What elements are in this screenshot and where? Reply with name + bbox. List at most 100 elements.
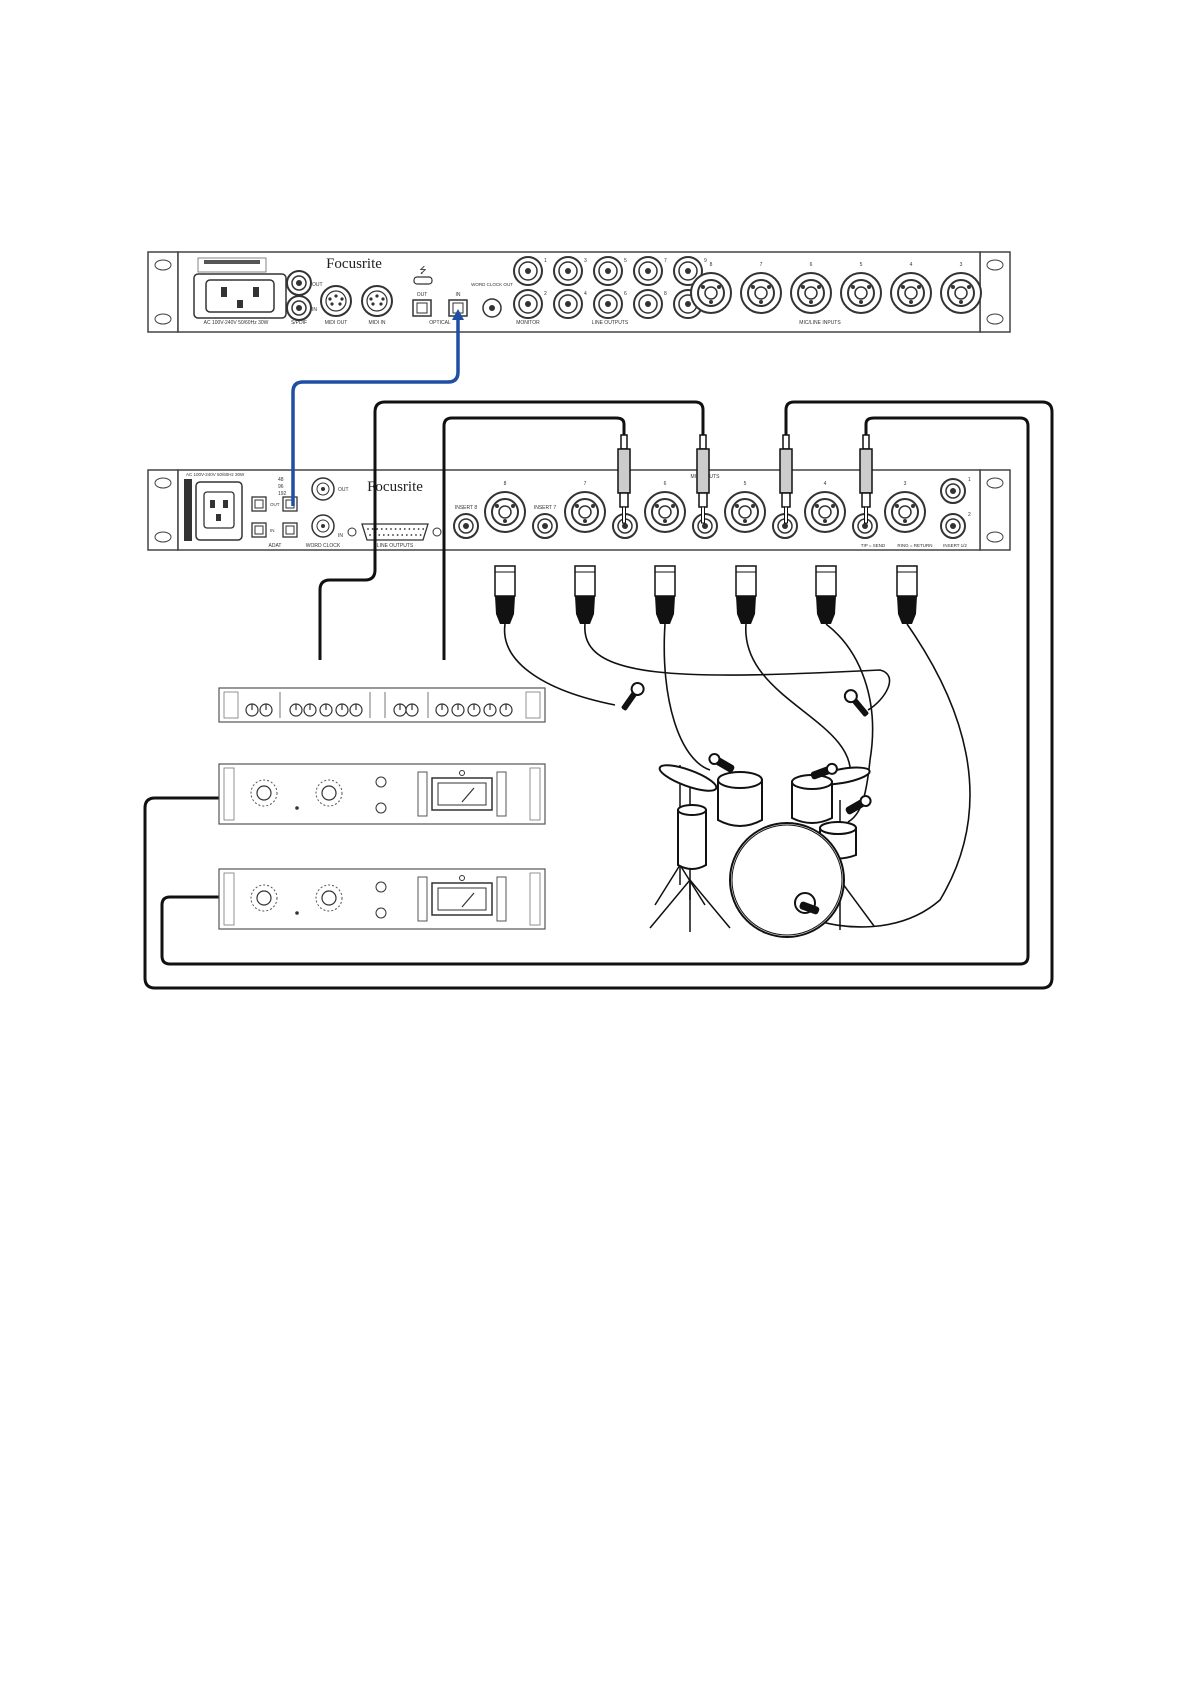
word-clock-label-2: WORD CLOCK (306, 543, 341, 549)
input-number: 4 (910, 262, 913, 268)
preamp-unit-1 (218, 763, 546, 825)
top-interface-rear-panel: AC 100V-240V 50/60Hz 30W OUT IN S/PDIF F… (147, 251, 1011, 333)
svg-text:192: 192 (278, 491, 287, 497)
input-number: 8 (710, 262, 713, 268)
input-number: 5 (860, 262, 863, 268)
line-output-number: 6 (624, 291, 627, 297)
spdif-in-port (286, 295, 312, 321)
spdif-out-port (286, 270, 312, 296)
insert-1-number: 1 (968, 477, 971, 483)
insert-8-jack (453, 513, 479, 539)
midi-in-port (361, 285, 393, 317)
line-output-jack-9: 9 (673, 256, 707, 286)
insert-cables (143, 400, 1054, 990)
insert-12-label: INSERT 1/2 (943, 543, 967, 548)
line-output-jack-8: 8 (633, 289, 667, 319)
compressor-knob (483, 703, 497, 717)
insert-8-label: INSERT 8 (455, 505, 478, 511)
compressor-knob (335, 703, 349, 717)
adat-in-port-1 (251, 522, 267, 538)
compressor-knob (349, 703, 363, 717)
insert-7-label: INSERT 7 (534, 505, 557, 511)
microphone-1 (621, 681, 645, 711)
line-output-jack-5: 5 (593, 256, 627, 286)
line-output-jack-3: 3 (553, 256, 587, 286)
compressor-knob (405, 703, 419, 717)
preamp-mic-input-7: 7 (564, 481, 606, 533)
preamp-brand-logo: Focusrite (367, 479, 423, 495)
adat-label: ADAT (269, 543, 282, 549)
optical-cable-arrow (452, 309, 464, 320)
word-clock-in-bnc (311, 514, 335, 538)
line-output-number: 1 (544, 258, 547, 264)
top-mic-input-5: 5 (840, 262, 882, 314)
compressor-knob (289, 703, 303, 717)
line-outputs-label: LINE OUTPUTS (592, 320, 629, 326)
preamp-mic-input-3: 3 (884, 481, 926, 533)
word-clock-out-label-2: OUT (338, 487, 349, 493)
top-brand-logo: Focusrite (326, 256, 382, 272)
input-number: 5 (744, 481, 747, 487)
line-output-jack-6: 6 (593, 289, 627, 319)
input-number: 8 (504, 481, 507, 487)
preamp-mic-input-8: 8 (484, 481, 526, 533)
adat-out-label: OUT (270, 502, 280, 507)
power-inlet (193, 257, 287, 319)
preamp-mic-input-4: 4 (804, 481, 846, 533)
preamp-power-inlet (195, 481, 243, 541)
input-number: 6 (664, 481, 667, 487)
svg-text:48: 48 (278, 477, 284, 483)
preamp-mic-input-6: 6 (644, 481, 686, 533)
monitor-label: MONITOR (516, 320, 540, 326)
preamp-rear-panel: AC 100V-240V 50/60Hz 30W 48 96 192 OUT I… (147, 469, 1011, 551)
top-mic-input-8: 8 (690, 262, 732, 314)
xlr-plug-4 (735, 565, 757, 625)
insert-2-number: 2 (968, 512, 971, 518)
line-outputs-db25-label: LINE OUTPUTS (377, 543, 414, 549)
top-mic-input-7: 7 (740, 262, 782, 314)
svg-text:96: 96 (278, 484, 284, 490)
microphone-2 (843, 689, 869, 717)
xlr-plug-6 (896, 565, 918, 625)
top-mic-input-3: 3 (940, 262, 982, 314)
adat-in-label: IN (270, 528, 275, 533)
dual-compressor-unit (218, 687, 546, 723)
midi-out-label: MIDI OUT (325, 320, 348, 326)
preamp-mic-input-5: 5 (724, 481, 766, 533)
insert-2-jack (940, 513, 966, 539)
mic-line-inputs-label: MIC/LINE INPUTS (799, 320, 841, 326)
optical-cable (291, 318, 460, 506)
compressor-knob (245, 703, 259, 717)
compressor-knob (259, 703, 273, 717)
top-mic-input-6: 6 (790, 262, 832, 314)
insert-7-jack (532, 513, 558, 539)
input-number: 3 (960, 262, 963, 268)
midi-in-label: MIDI IN (369, 320, 386, 326)
optical-out-port (412, 299, 432, 317)
compressor-knob (319, 703, 333, 717)
input-number: 4 (824, 481, 827, 487)
tip-send-label: TIP = SEND (861, 543, 886, 548)
optical-out-label: OUT (417, 292, 428, 298)
line-output-number: 4 (584, 291, 587, 297)
spdif-label: S/PDIF (291, 320, 307, 326)
word-clock-in-label-2: IN (338, 533, 343, 539)
optical-in-port (448, 299, 468, 317)
top-power-label: AC 100V-240V 50/60Hz 30W (204, 320, 269, 326)
midi-out-port (320, 285, 352, 317)
line-output-jack-2: 2 (513, 289, 547, 319)
spdif-in-label: IN (312, 307, 317, 313)
spdif-out-label: OUT (312, 282, 323, 288)
word-clock-out-bnc (311, 477, 335, 501)
optical-in-label: IN (456, 292, 461, 298)
input-number: 7 (760, 262, 763, 268)
usb-port: ⭍ (413, 265, 433, 285)
line-output-jack-4: 4 (553, 289, 587, 319)
sample-rate-indicator: 48 96 192 (278, 477, 287, 497)
mic-cables (503, 623, 971, 928)
optical-label: OPTICAL (429, 320, 451, 326)
insert-1-jack (940, 478, 966, 504)
adat-in-port-2 (282, 522, 298, 538)
xlr-plug-3 (654, 565, 676, 625)
